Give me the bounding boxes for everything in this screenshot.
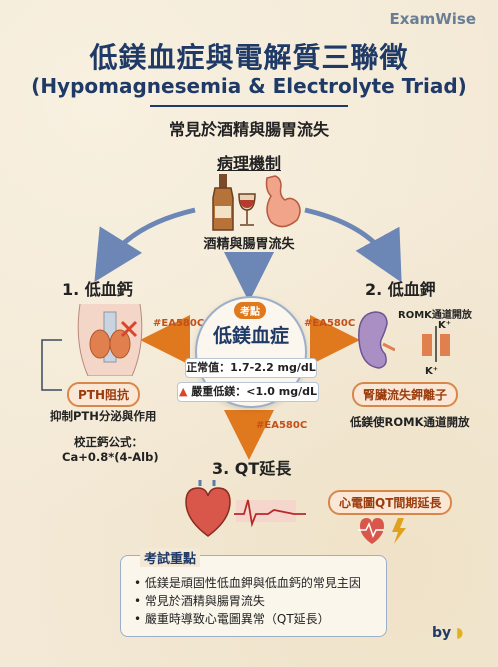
left-arrow-label: #EA580C — [153, 318, 205, 329]
title-divider — [150, 105, 348, 107]
severe-text: 嚴重低鎂：<1.0 mg/dL — [191, 385, 318, 398]
pth-resistance-pill: PTH阻抗 — [67, 382, 141, 407]
caption: 常見於酒精與腸胃流失 — [168, 120, 329, 139]
k-ion-bottom: K⁺ — [425, 366, 439, 377]
romk-desc: 低鎂使ROMK通道開放 — [350, 415, 470, 429]
alcohol-stomach-icon — [212, 174, 301, 231]
page-title: 低鎂血症與電解質三聯徵 — [89, 41, 409, 74]
brand-logo: ExamWise — [389, 10, 476, 28]
left-bracket — [41, 339, 62, 391]
normal-range: 正常值：1.7-2.2 mg/dL — [185, 358, 317, 378]
down-arrow-label: #EA580C — [256, 420, 308, 431]
qt-heading: 3. QT延長 — [212, 459, 292, 478]
wine-bottle-icon — [212, 174, 234, 231]
banana-icon: ◗ — [456, 625, 464, 641]
heart-icon — [185, 487, 231, 537]
qt-prolong-pill: 心電圖QT間期延長 — [328, 490, 453, 515]
lightning-icon — [392, 518, 406, 544]
formula: Ca+0.8*(4-Alb) — [62, 450, 159, 464]
note-item: • 嚴重時導致心電圖異常（QT延長） — [134, 612, 330, 626]
arrow-to-hypokalemia — [304, 207, 402, 283]
warning-icon: ▲ — [178, 385, 192, 398]
center-title: 低鎂血症 — [212, 325, 289, 347]
hypokalemia-heading: 2. 低血鉀 — [365, 280, 436, 299]
stomach-icon — [265, 175, 301, 228]
byline: by ◗ — [432, 625, 463, 641]
ion-channel-icon — [422, 326, 450, 362]
thyroid-icon — [77, 304, 143, 376]
wine-glass-icon — [238, 193, 256, 226]
arrow-to-hypocalcemia — [94, 207, 196, 282]
right-arrow-label: #EA580C — [304, 318, 356, 329]
romk-label: ROMK通道開放 — [398, 310, 472, 321]
heart-ecg-icon — [185, 480, 306, 537]
exam-notes-list: • 低鎂是頑固性低血鉀與低血鈣的常見主因 • 常見於酒精與腸胃流失 • 嚴重時導… — [134, 574, 361, 628]
severe-threshold: ▲ 嚴重低鎂：<1.0 mg/dL — [177, 382, 319, 402]
page-subtitle: (Hypomagnesemia & Electrolyte Triad) — [31, 74, 467, 98]
note-item: • 低鎂是頑固性低血鉀與低血鈣的常見主因 — [134, 576, 361, 590]
exam-point-tag: 考點 — [234, 302, 266, 319]
formula-title: 校正鈣公式： — [74, 435, 143, 449]
pth-desc: 抑制PTH分泌與作用 — [50, 409, 157, 423]
kidney-icon — [358, 311, 395, 369]
exam-notes-title: 考試重點 — [140, 548, 201, 567]
exam-notes-box — [120, 555, 387, 637]
k-ion-top: K⁺ — [438, 320, 452, 331]
mechanism-heading: 病理機制 — [216, 154, 281, 173]
hypocalcemia-heading: 1. 低血鈣 — [62, 280, 133, 299]
mechanism-source-label: 酒精與腸胃流失 — [203, 237, 295, 252]
renal-k-loss-pill: 腎臟流失鉀離子 — [352, 382, 459, 407]
byline-text: by — [432, 625, 452, 641]
ecg-line-icon — [234, 499, 306, 528]
heart-pulse-icon — [358, 518, 406, 544]
note-item: • 常見於酒精與腸胃流失 — [134, 594, 265, 608]
